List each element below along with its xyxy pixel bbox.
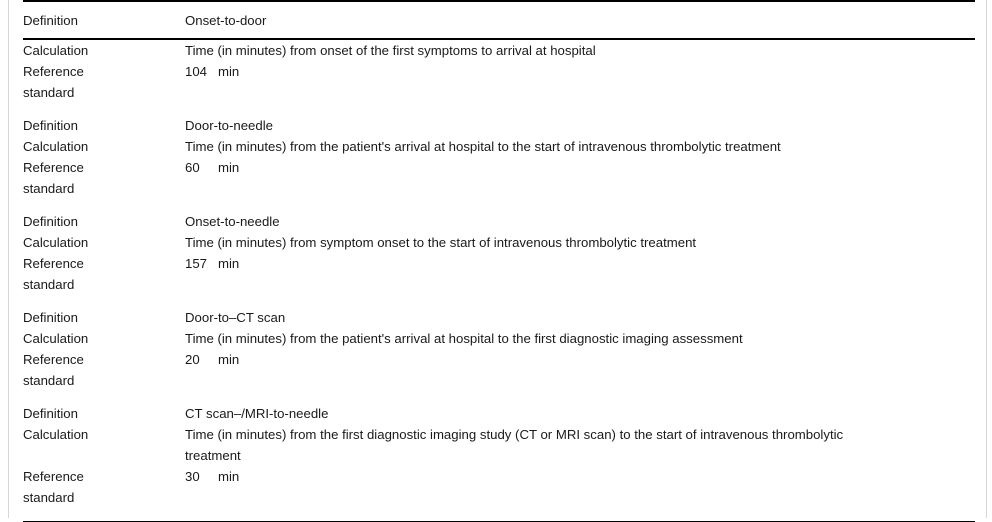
row-label-definition: Definition <box>23 310 78 325</box>
header-value-definition: Onset-to-door <box>185 13 267 28</box>
reference-value: 157 <box>185 256 208 271</box>
reference-label-line1: Reference <box>23 469 84 484</box>
reference-label-line2: standard <box>23 490 75 505</box>
row-value-definition: CT scan–/MRI-to-needle <box>185 406 329 421</box>
row-value-reference-standard: 104 min <box>185 61 975 103</box>
row-label-reference-standard: Reference standard <box>23 157 185 199</box>
table-row: Definition CT scan–/MRI-to-needle <box>23 391 975 424</box>
reference-label-line1: Reference <box>23 64 84 79</box>
reference-label-line2: standard <box>23 85 75 100</box>
reference-unit: min <box>218 256 240 271</box>
table-row: Calculation Time (in minutes) from onset… <box>23 39 975 61</box>
row-value-reference-standard: 60 min <box>185 157 975 199</box>
reference-value: 104 <box>185 64 208 79</box>
reference-unit: min <box>218 352 240 367</box>
row-value-definition: Door-to-needle <box>185 118 273 133</box>
row-value-calculation: Time (in minutes) from the patient's arr… <box>185 139 781 154</box>
reference-value: 60 <box>185 160 200 175</box>
table-row: Reference standard 157 min <box>23 253 975 295</box>
row-value-definition: Onset-to-needle <box>185 214 280 229</box>
reference-label-line1: Reference <box>23 256 84 271</box>
row-label-reference-standard: Reference standard <box>23 253 185 295</box>
reference-value: 30 <box>185 469 200 484</box>
row-label-definition: Definition <box>23 406 78 421</box>
table-row: Calculation Time (in minutes) from the p… <box>23 328 975 349</box>
row-label-reference-standard: Reference standard <box>23 466 185 522</box>
reference-label-line2: standard <box>23 277 75 292</box>
row-label-calculation: Calculation <box>23 43 89 58</box>
row-label-reference-standard: Reference standard <box>23 349 185 391</box>
row-label-calculation: Calculation <box>23 427 89 442</box>
row-value-calculation: Time (in minutes) from symptom onset to … <box>185 235 697 250</box>
row-label-reference-standard: Reference standard <box>23 61 185 103</box>
row-label-calculation: Calculation <box>23 235 89 250</box>
metrics-table-container: Definition Onset-to-door Calculation Tim… <box>23 0 975 522</box>
row-value-calculation: Time (in minutes) from the first diagnos… <box>185 424 975 466</box>
reference-unit: min <box>218 64 240 79</box>
stroke-time-metrics-table: Definition Onset-to-door Calculation Tim… <box>23 0 975 522</box>
calculation-text: Time (in minutes) from the first diagnos… <box>185 427 844 463</box>
table-row: Reference standard 60 min <box>23 157 975 199</box>
reference-value: 20 <box>185 352 200 367</box>
row-value-reference-standard: 30 min <box>185 466 975 522</box>
row-label-calculation: Calculation <box>23 139 89 154</box>
table-row: Reference standard 20 min <box>23 349 975 391</box>
table-row: Calculation Time (in minutes) from the f… <box>23 424 975 466</box>
reference-label-line2: standard <box>23 373 75 388</box>
row-label-definition: Definition <box>23 118 78 133</box>
row-label-definition: Definition <box>23 214 78 229</box>
row-value-calculation: Time (in minutes) from onset of the firs… <box>185 43 596 58</box>
reference-label-line1: Reference <box>23 352 84 367</box>
row-value-calculation: Time (in minutes) from the patient's arr… <box>185 331 743 346</box>
row-label-calculation: Calculation <box>23 331 89 346</box>
reference-label-line1: Reference <box>23 160 84 175</box>
table-row: Definition Door-to-needle <box>23 103 975 136</box>
reference-label-line2: standard <box>23 181 75 196</box>
row-value-reference-standard: 157 min <box>185 253 975 295</box>
table-row: Definition Onset-to-needle <box>23 199 975 232</box>
table-header-row: Definition Onset-to-door <box>23 1 975 39</box>
row-value-definition: Door-to–CT scan <box>185 310 286 325</box>
table-row: Calculation Time (in minutes) from the p… <box>23 136 975 157</box>
reference-unit: min <box>218 469 240 484</box>
table-row: Calculation Time (in minutes) from sympt… <box>23 232 975 253</box>
table-row: Definition Door-to–CT scan <box>23 295 975 328</box>
header-label-definition: Definition <box>23 13 78 28</box>
page-edge-right <box>986 0 987 518</box>
row-value-reference-standard: 20 min <box>185 349 975 391</box>
table-row: Reference standard 104 min <box>23 61 975 103</box>
page-edge-left <box>8 0 9 518</box>
reference-unit: min <box>218 160 240 175</box>
table-row: Reference standard 30 min <box>23 466 975 522</box>
